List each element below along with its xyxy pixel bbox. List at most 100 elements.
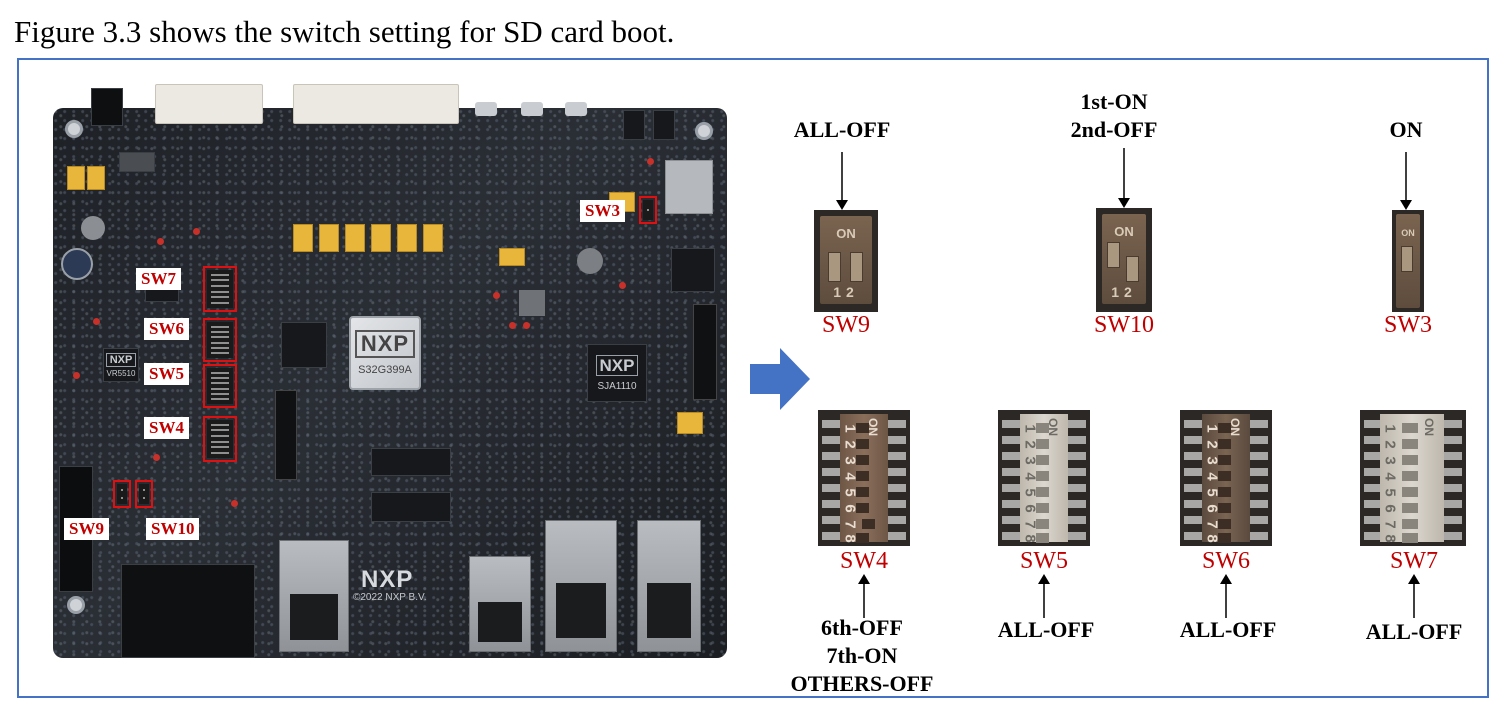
dip-pin — [1002, 532, 1020, 540]
sw5-highlight — [203, 364, 237, 408]
dip-pin — [888, 452, 906, 460]
push-button — [623, 110, 645, 140]
board-tag-sw5: SW5 — [144, 363, 189, 385]
dip-pin — [1002, 516, 1020, 524]
sw10-photo: ON 12 — [1096, 208, 1152, 312]
capacitor — [67, 166, 85, 190]
dip-pin — [1184, 420, 1202, 428]
board-copyright: ©2022 NXP B.V. — [353, 592, 427, 603]
sw9-photo: ON 12 — [814, 210, 878, 312]
sw5-photo: 1 2 3 4 5 6 7 8 ON — [998, 410, 1090, 546]
dip-pin — [1250, 452, 1268, 460]
capacitor — [499, 248, 525, 266]
usb-connector — [565, 102, 587, 116]
dip-pin — [1068, 532, 1086, 540]
board-nxp-logo: NXP — [361, 566, 414, 593]
sw7-up-arrow — [1408, 574, 1420, 618]
dip-pin — [822, 468, 840, 476]
sw10-lever-1 — [1107, 242, 1120, 268]
sw10-lever-2 — [1126, 256, 1139, 282]
dip-pin — [1444, 452, 1462, 460]
sw7-digit-6: 6 — [1381, 504, 1399, 513]
capacitor-row — [293, 224, 313, 252]
sw7-highlight — [203, 266, 237, 312]
dip-pin — [822, 516, 840, 524]
sw7-state: ALL-OFF — [1338, 618, 1490, 646]
ethernet-jack — [469, 556, 531, 652]
dip-pin — [1444, 484, 1462, 492]
dip-pin — [1068, 516, 1086, 524]
dip-pin — [1364, 436, 1382, 444]
ethernet-jack — [279, 540, 349, 652]
capacitor — [87, 166, 105, 190]
sw4-state: 6th-OFF 7th-ON OTHERS-OFF — [770, 614, 954, 698]
sw6-state: ALL-OFF — [1152, 616, 1304, 644]
sw10-on-mark: ON — [1114, 224, 1134, 239]
sw3-on-mark: ON — [1401, 228, 1415, 238]
sw3-lever — [1401, 246, 1413, 272]
sw7-digit-7: 7 — [1381, 520, 1399, 529]
sja1110-chip: NXP SJA1110 — [587, 344, 647, 402]
sw7-body: 1 2 3 4 5 6 7 8 ON — [1380, 414, 1444, 543]
dip-pin — [888, 436, 906, 444]
sw4-label: SW4 — [840, 548, 888, 574]
dip-pin — [1364, 500, 1382, 508]
sw4-digit-7: 7 — [841, 520, 859, 529]
inductor — [519, 290, 545, 316]
sw7-digit-1: 1 — [1381, 424, 1399, 433]
dip-pin — [1250, 436, 1268, 444]
dip-pin — [1184, 532, 1202, 540]
sw3-state-line-1: ON — [1389, 117, 1423, 142]
usb-connector — [521, 102, 543, 116]
sw10-highlight — [135, 480, 153, 508]
dip-pin — [1364, 484, 1382, 492]
dip-pin — [1184, 436, 1202, 444]
sw10-state-line-1: 1st-ON — [1080, 89, 1148, 114]
dip-pin — [888, 532, 906, 540]
dip-pin — [1002, 420, 1020, 428]
connector-vertical — [693, 304, 717, 400]
capacitor-row — [319, 224, 339, 252]
dip-pin — [1364, 468, 1382, 476]
sw9-lever-1 — [828, 252, 841, 282]
sw6-up-arrow — [1220, 574, 1232, 618]
test-point — [509, 322, 516, 329]
dip-pin — [822, 420, 840, 428]
board-tag-sw6: SW6 — [144, 318, 189, 340]
dip-pin — [1444, 436, 1462, 444]
dip-pin — [1002, 484, 1020, 492]
board-tag-sw10: SW10 — [146, 518, 200, 540]
sw3-state: ON — [1366, 116, 1446, 144]
dip-pin — [1002, 452, 1020, 460]
dip-pin — [822, 452, 840, 460]
dip-pin — [1184, 468, 1202, 476]
s32g-processor: NXP S32G399A — [349, 316, 421, 390]
sw7-digit-8: 8 — [1381, 534, 1399, 543]
dip-pin — [1250, 468, 1268, 476]
test-point — [153, 454, 160, 461]
sw6-photo: 1 2 3 4 5 6 7 8 ON — [1180, 410, 1272, 546]
test-point — [193, 228, 200, 235]
dip-pin — [1444, 516, 1462, 524]
dip-pin — [1068, 420, 1086, 428]
right-arrow-shape — [750, 348, 810, 410]
dip-pin — [1002, 436, 1020, 444]
sw10-body: ON 12 — [1102, 214, 1146, 304]
sw10-state-line-2: 2nd-OFF — [1070, 117, 1158, 142]
white-connector — [155, 84, 263, 124]
capacitor-row — [423, 224, 443, 252]
sw7-photo: 1 2 3 4 5 6 7 8 ON — [1360, 410, 1466, 546]
sw5-state: ALL-OFF — [970, 616, 1122, 644]
sw4-state-line-3: OTHERS-OFF — [790, 671, 934, 696]
electrolytic-capacitor — [61, 248, 93, 280]
capacitor-row — [345, 224, 365, 252]
board-tag-sw4: SW4 — [144, 417, 189, 439]
board-tag-sw9: SW9 — [64, 518, 109, 540]
board-tag-sw7: SW7 — [136, 268, 181, 290]
sd-card-slot — [665, 160, 713, 214]
dip-pin — [1068, 500, 1086, 508]
test-point — [647, 158, 654, 165]
sw7-digit-4: 4 — [1381, 472, 1399, 481]
dip-pin — [888, 468, 906, 476]
sw3-highlight — [639, 196, 657, 224]
